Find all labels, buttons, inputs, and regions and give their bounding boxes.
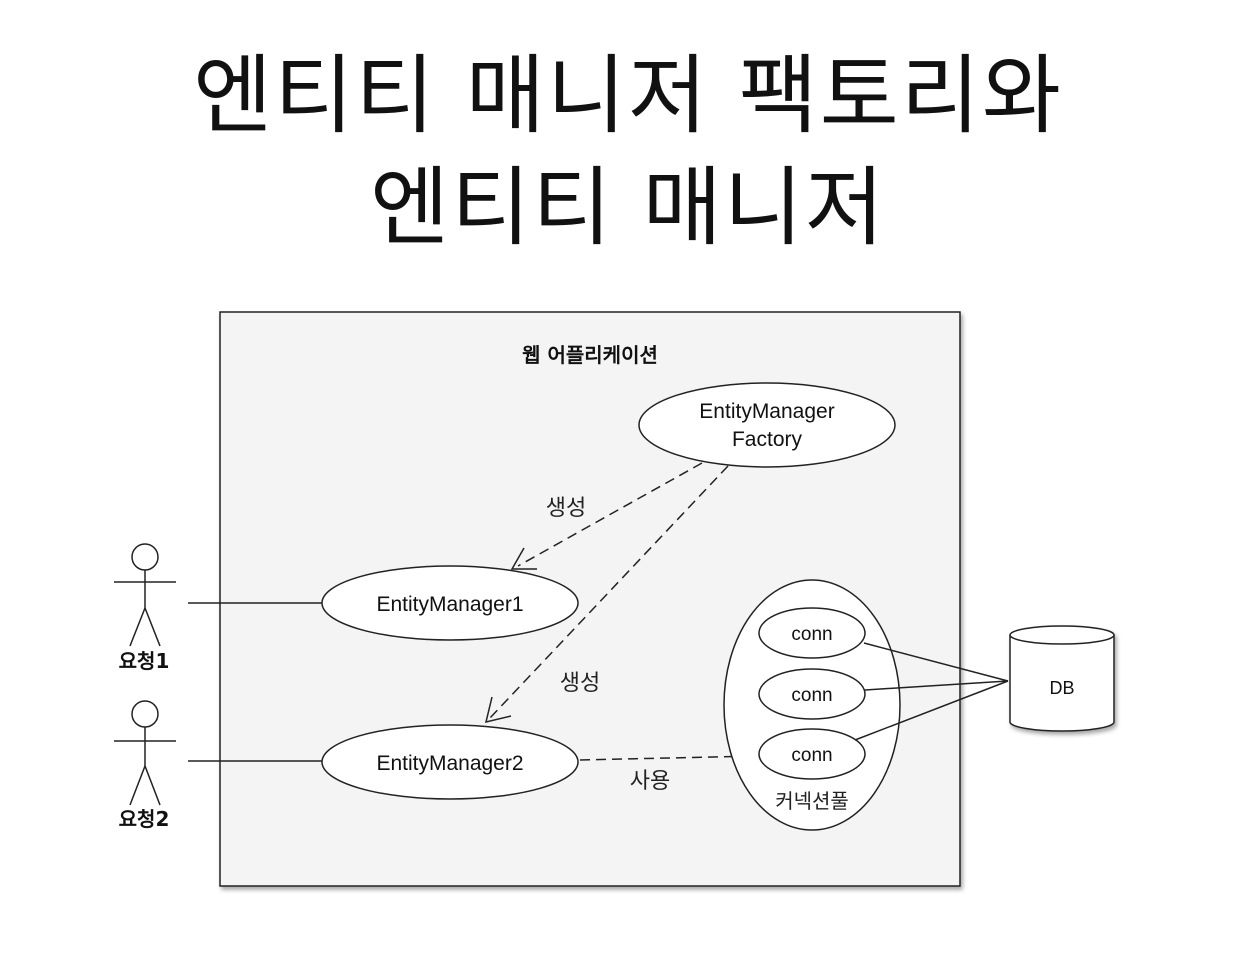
connection-2-label: conn: [791, 685, 832, 706]
connection-pool-label: 커넥션풀: [775, 789, 849, 813]
connection-3-label: conn: [791, 745, 832, 766]
actor-1-label: 요청1: [119, 649, 170, 673]
connection-2: conn: [758, 668, 866, 720]
entity-manager-factory-node: EntityManager Factory: [638, 382, 896, 468]
connection-1: conn: [758, 607, 866, 659]
actor-1-icon: [114, 543, 176, 647]
actor-2-icon: [114, 700, 176, 806]
factory-label-line-2: Factory: [732, 428, 803, 451]
title-line-1: 엔티티 매니저 팩토리와: [193, 46, 1063, 146]
create-arrow-em1: [510, 462, 703, 570]
database-icon: [1009, 625, 1115, 732]
use-label: 사용: [630, 769, 670, 794]
title-line-2: 엔티티 매니저: [369, 158, 887, 258]
entity-manager-1-label: EntityManager1: [376, 593, 523, 616]
create-label-1: 생성: [546, 496, 586, 521]
create-label-2: 생성: [560, 671, 600, 696]
entity-manager-1-node: EntityManager1: [321, 565, 579, 641]
actor-2-label: 요청2: [119, 807, 170, 831]
create-arrow-em2: [484, 465, 729, 724]
container-label: 웹 어플리케이션: [522, 343, 658, 367]
factory-label-line-1: EntityManager: [699, 400, 834, 423]
entity-manager-2-node: EntityManager2: [321, 724, 579, 800]
slide-title: 엔티티 매니저 팩토리와 엔티티 매니저: [0, 40, 1256, 264]
entity-manager-2-label: EntityManager2: [376, 752, 523, 775]
conn-db-links: [854, 642, 1009, 741]
connection-1-label: conn: [791, 624, 832, 645]
connection-3: conn: [758, 728, 866, 780]
database-label: DB: [1049, 678, 1074, 698]
connection-pool: conn conn conn 커넥션풀: [723, 579, 901, 831]
